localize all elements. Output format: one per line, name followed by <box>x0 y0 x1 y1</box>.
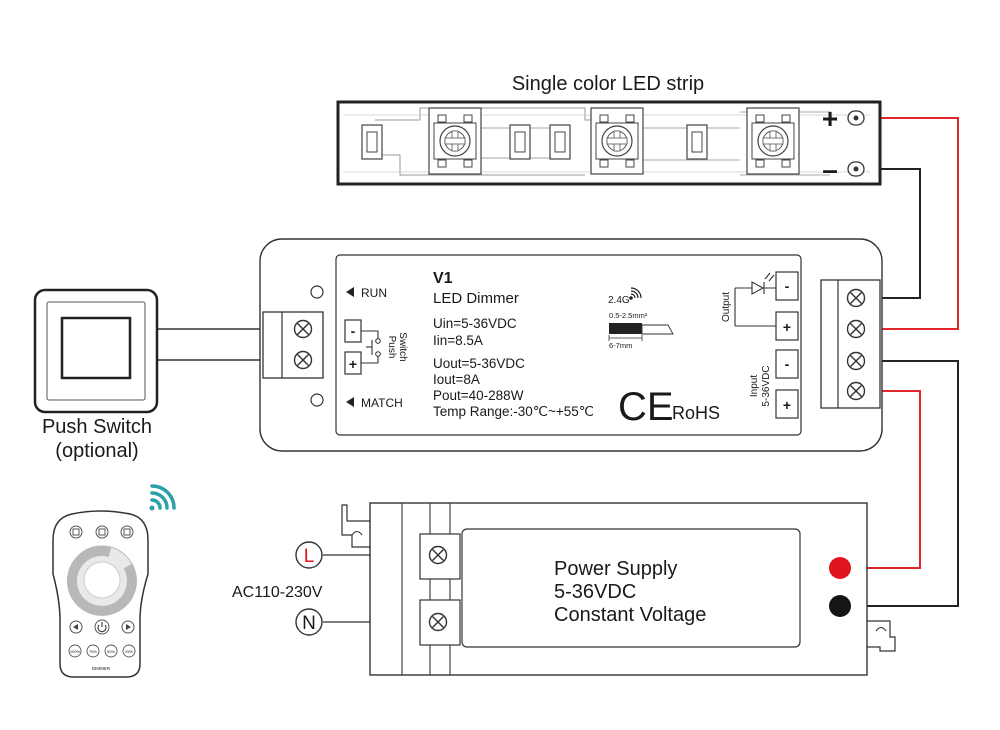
strip-minus-sign: – <box>822 154 838 185</box>
strip-length-label: 6-7mm <box>609 341 632 350</box>
spec-temp: Temp Range:-30℃~+55℃ <box>433 404 594 419</box>
wire-strip-plus <box>856 117 959 330</box>
power-supply <box>341 502 896 676</box>
terminal-push-1 <box>293 319 313 339</box>
terminal-in-plus <box>846 381 866 401</box>
input-label: Input <box>749 375 760 397</box>
led-dimmer: RUN MATCH - + Push Switch V1 LED Dimmer … <box>259 238 883 452</box>
wire-strip-icon <box>608 323 674 341</box>
dimmer-model: V1 <box>433 270 453 287</box>
terminal-out-plus <box>846 319 866 339</box>
push-label-line2: Switch <box>397 332 408 361</box>
led-chip-3 <box>746 107 800 175</box>
match-button[interactable] <box>310 393 324 407</box>
terminal-n <box>428 612 448 632</box>
run-label: RUN <box>361 286 387 300</box>
output-label: Output <box>721 292 732 322</box>
push-switch-optional: (optional) <box>55 440 138 462</box>
spec-iout: Iout=8A <box>433 372 480 387</box>
run-led <box>310 285 324 299</box>
ac-voltage-label: AC110-230V <box>232 584 323 601</box>
remote-btn-3: 50% <box>107 649 115 654</box>
wire-gauge-label: 0.5-2.5mm² <box>609 311 648 320</box>
led-diode-icon <box>734 272 776 327</box>
psu-line3: Constant Voltage <box>554 604 706 626</box>
l-terminal-badge: L <box>295 541 323 569</box>
led-chip-1 <box>428 107 482 175</box>
out-plus: + <box>783 319 791 335</box>
rf-remote: 100% 75% 50% 25% DIMMER <box>52 510 149 678</box>
l-label: L <box>304 546 315 567</box>
push-label-line1: Push <box>386 336 397 359</box>
led-chip-2 <box>590 107 644 175</box>
match-label: MATCH <box>361 396 403 410</box>
spec-iin: Iin=8.5A <box>433 333 483 348</box>
push-plus: + <box>349 356 357 372</box>
power-icon <box>97 622 107 633</box>
psu-output-positive <box>829 557 851 579</box>
wire-input-plus <box>840 390 921 569</box>
remote-btn-1: 100% <box>70 649 81 654</box>
remote-btn-2: 75% <box>89 649 97 654</box>
spec-uin: Uin=5-36VDC <box>433 316 517 331</box>
rohs-mark: RoHS <box>672 403 720 423</box>
in-minus: - <box>785 356 790 372</box>
remote-btn-4: 25% <box>125 649 133 654</box>
strip-plus-sign: + <box>822 103 838 134</box>
psu-line1: Power Supply <box>554 558 677 580</box>
ce-mark: CE <box>618 385 674 429</box>
wifi-icon <box>629 287 642 300</box>
dimmer-name: LED Dimmer <box>433 290 519 307</box>
psu-label-panel <box>461 528 801 648</box>
push-switch-button <box>60 316 132 380</box>
psu-line2: 5-36VDC <box>554 581 636 603</box>
right-arrow-icon <box>126 624 131 630</box>
psu-output-negative <box>829 595 851 617</box>
wire-strip-minus <box>856 168 921 299</box>
resistor-4 <box>686 124 708 160</box>
wire-input-minus <box>840 360 959 607</box>
remote-brand: DIMMER <box>92 666 111 671</box>
spec-pout: Pout=40-288W <box>433 388 524 403</box>
input-voltage-label: 5-36VDC <box>761 365 772 406</box>
terminal-in-minus <box>846 351 866 371</box>
push-minus: - <box>351 323 356 339</box>
resistor-2 <box>509 124 531 160</box>
in-plus: + <box>783 397 791 413</box>
resistor-1 <box>361 124 383 160</box>
push-switch <box>33 288 159 414</box>
spec-uout: Uout=5-36VDC <box>433 356 525 371</box>
out-minus: - <box>785 278 790 294</box>
push-switch-label: Push Switch <box>42 416 152 438</box>
led-strip: + – <box>336 100 882 186</box>
rf-label: 2.4G <box>608 295 630 306</box>
terminal-out-minus <box>846 288 866 308</box>
terminal-l <box>428 545 448 565</box>
strip-title: Single color LED strip <box>512 73 704 95</box>
wireless-icon <box>149 484 176 511</box>
label-panel <box>335 254 802 436</box>
n-label: N <box>302 613 316 634</box>
wire-push-switch <box>157 328 263 361</box>
terminal-push-2 <box>293 350 313 370</box>
left-arrow-icon <box>73 624 78 630</box>
resistor-3 <box>549 124 571 160</box>
n-terminal-badge: N <box>295 608 323 636</box>
